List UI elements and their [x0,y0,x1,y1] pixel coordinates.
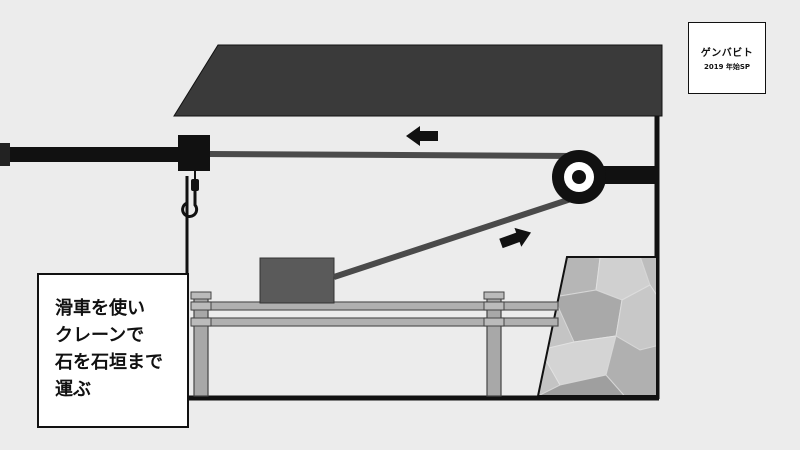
lower-cable [333,193,581,280]
railing [190,291,559,397]
caption-box: 滑車を使い クレーンで 石を石垣まで 運ぶ [37,273,189,428]
program-logo: ゲンバビト 2019 年始SP [688,22,766,94]
pulley-mount [592,166,658,184]
logo-subtitle: 2019 年始SP [703,63,751,71]
caption-line: 滑車を使い [55,298,145,319]
pulley-icon [552,150,606,204]
caption-line: 石を石垣まで [55,352,163,373]
stone-block [259,257,335,304]
caption-line: 運ぶ [55,379,91,400]
upper-cable [209,151,579,159]
caption-line: クレーンで [55,325,145,346]
arrow-left-icon [406,126,438,146]
roof [173,44,663,117]
hook-icon [181,179,199,218]
logo-title: ゲンバビト [700,48,754,59]
arrow-right-up-icon [499,227,532,249]
crane-boom [0,147,184,162]
trolley [178,135,210,171]
boom-end-cap [0,143,10,166]
